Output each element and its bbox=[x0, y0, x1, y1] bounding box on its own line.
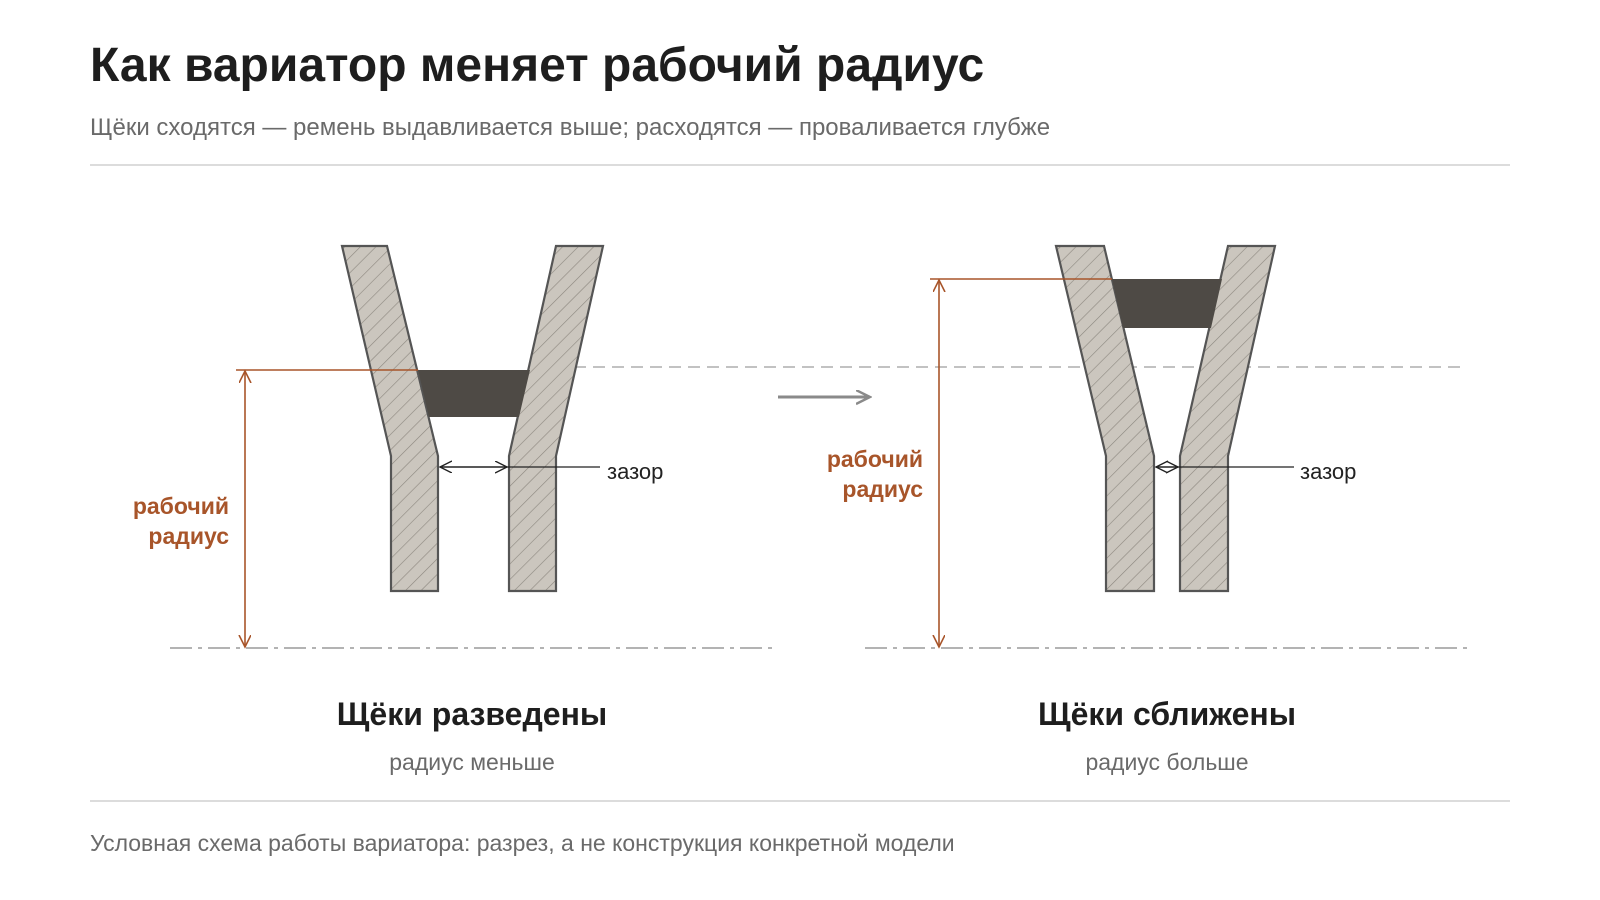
right-sheave-half-right bbox=[1178, 244, 1277, 593]
right-caption-subtitle: радиус больше bbox=[1085, 749, 1249, 775]
left-gap-label: зазор bbox=[607, 459, 663, 484]
left-caption-subtitle: радиус меньше bbox=[389, 749, 555, 775]
page-title: Как вариатор меняет рабочий радиус bbox=[90, 39, 985, 92]
left-caption: Щёки разведены радиус меньше bbox=[172, 696, 772, 776]
page-subtitle: Щёки сходятся — ремень выдавливается выш… bbox=[90, 114, 1051, 141]
right-radius-label-2: радиус bbox=[842, 476, 923, 502]
left-belt bbox=[418, 370, 530, 417]
top-divider bbox=[90, 164, 1510, 166]
right-radius-label: рабочий bbox=[827, 446, 923, 472]
right-caption-title: Щёки сближены bbox=[1037, 696, 1297, 732]
right-caption: Щёки сближены радиус больше bbox=[867, 696, 1467, 776]
left-sheave-half-left bbox=[340, 244, 440, 593]
left-radius-label: рабочий bbox=[133, 493, 229, 519]
footer-note: Условная схема работы вариатора: разрез,… bbox=[90, 830, 955, 856]
left-sheave bbox=[340, 244, 605, 593]
right-gap-label: зазор bbox=[1300, 459, 1356, 484]
right-sheave-half-left bbox=[1054, 244, 1156, 593]
right-belt bbox=[1112, 279, 1222, 328]
left-radius-label-2: радиус bbox=[148, 523, 229, 549]
right-sheave bbox=[1054, 244, 1277, 593]
bottom-divider bbox=[90, 800, 1510, 802]
left-sheave-half-right bbox=[507, 244, 605, 593]
left-caption-title: Щёки разведены bbox=[336, 696, 608, 732]
